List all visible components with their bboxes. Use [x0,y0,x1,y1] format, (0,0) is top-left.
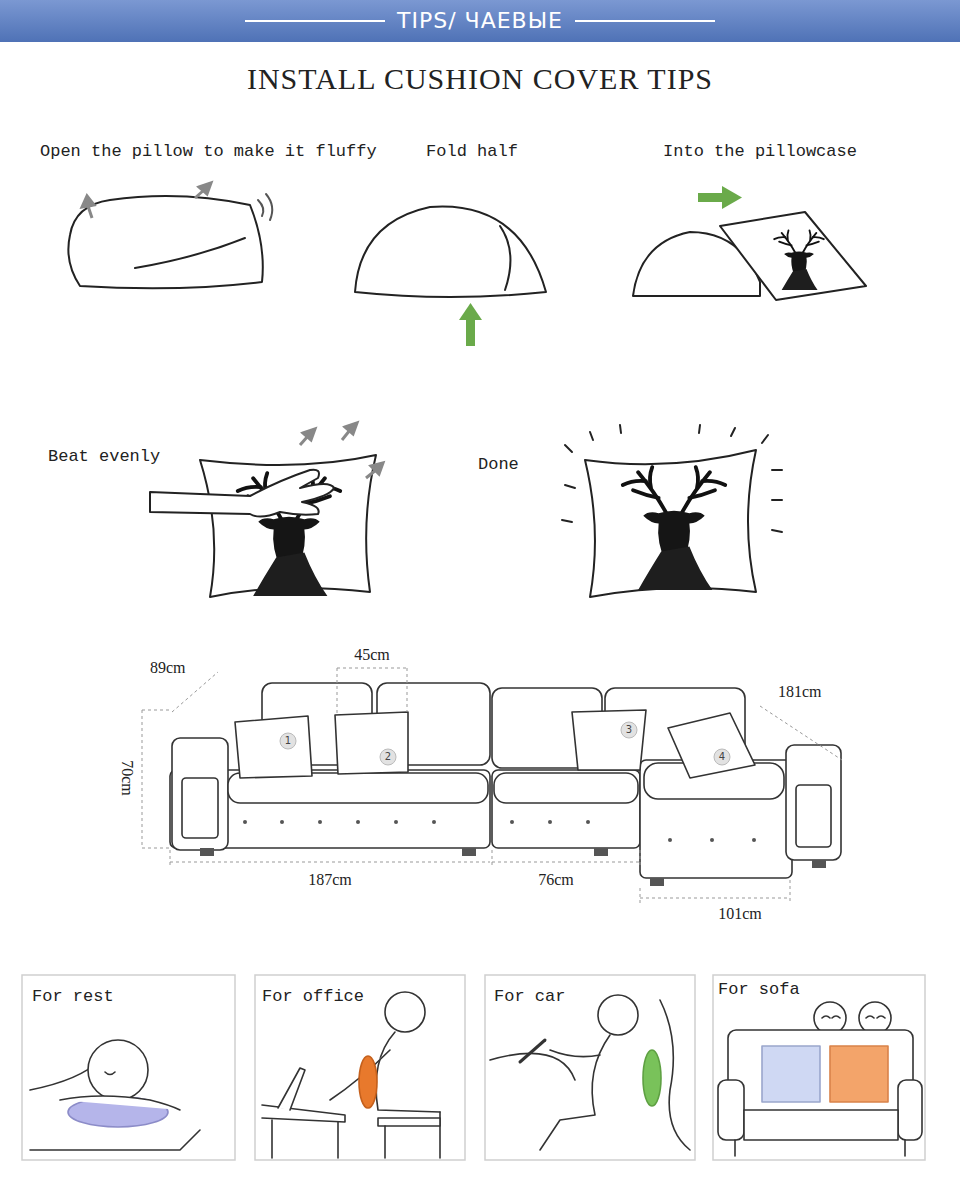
dimension-label: 181cm [778,682,822,701]
header-text: TIPS/ ЧАЕВЫЕ [397,8,563,34]
dimension-label: 70cm [117,760,136,796]
callout-number: 1 [285,735,291,747]
dimension-label: 187cm [308,870,352,889]
callout-number: 3 [626,724,632,736]
usage-label: For sofa [718,980,800,1000]
page-title: INSTALL CUSHION COVER TIPS [247,61,713,97]
step-label: Beat evenly [48,447,160,467]
dimension-label: 89cm [150,658,186,677]
usage-label: For office [262,987,364,1007]
callout-number: 2 [385,751,391,763]
step-label: Done [478,455,519,475]
step-label: Open the pillow to make it fluffy [40,142,377,162]
dimension-label: 45cm [354,645,390,664]
step-label: Fold half [426,142,518,162]
usage-label: For rest [32,987,114,1007]
dimension-label: 76cm [538,870,574,889]
dimension-label: 101cm [718,904,762,923]
usage-label: For car [494,987,565,1007]
callout-number: 4 [719,751,725,763]
step-label: Into the pillowcase [663,142,857,162]
